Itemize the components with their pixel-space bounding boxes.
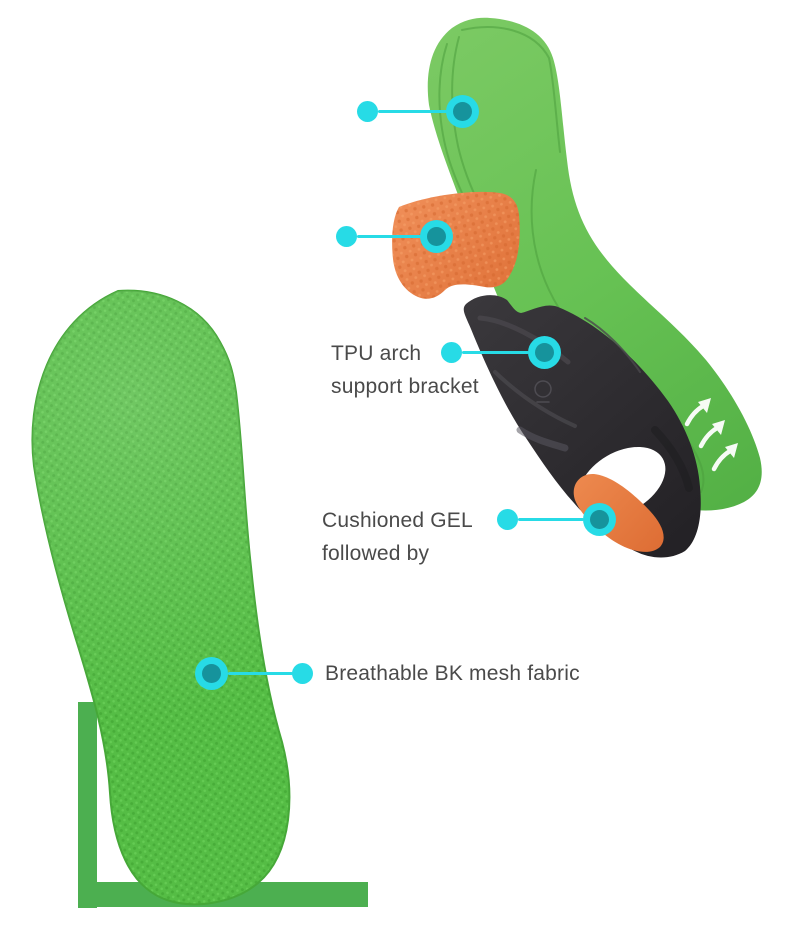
callout-label-line: Breathable BK mesh fabric xyxy=(325,662,580,685)
gel-front-pad xyxy=(392,191,520,299)
gel-heel-pad xyxy=(573,473,664,552)
insole-top-view xyxy=(31,289,291,906)
callout-connector-line xyxy=(357,235,421,238)
callout-connector-line xyxy=(518,518,584,521)
callout-connector-line xyxy=(228,672,293,675)
insole-top-view-highlight xyxy=(32,290,290,905)
pu-layer-body xyxy=(427,17,762,511)
airflow-arrow-2 xyxy=(698,420,725,449)
airflow-arrow-1 xyxy=(684,398,711,427)
callout-target-dot-icon xyxy=(528,336,561,369)
airflow-arrow-3 xyxy=(711,443,738,472)
gel-front-pad-texture xyxy=(392,191,520,299)
callout-connector-line xyxy=(462,351,529,354)
callout-target-dot-icon xyxy=(420,220,453,253)
callout-dot-icon xyxy=(336,226,357,247)
callout-label: TPU arch support bracket xyxy=(331,337,479,403)
callout-label-line: TPU arch xyxy=(331,342,422,365)
callout-dot-icon xyxy=(441,342,462,363)
airflow-arrows-icon xyxy=(684,398,738,472)
callout-target-dot-icon xyxy=(195,657,228,690)
callout-dot-icon xyxy=(357,101,378,122)
callout-dot-icon xyxy=(292,663,313,684)
callout-label-line: Cushioned GEL xyxy=(322,509,473,532)
callout-label-line: followed by xyxy=(322,542,430,565)
callout-target-dot-icon xyxy=(446,95,479,128)
callout-dot-icon xyxy=(497,509,518,530)
callout-label-line: support bracket xyxy=(331,375,479,398)
exploded-stack xyxy=(392,17,762,558)
callout-label: Cushioned GEL followed by xyxy=(322,504,473,570)
l-frame-vertical-bar xyxy=(78,702,97,908)
callout-label: Breathable BK mesh fabric xyxy=(325,657,580,690)
callout-target-dot-icon xyxy=(583,503,616,536)
callout-connector-line xyxy=(378,110,447,113)
